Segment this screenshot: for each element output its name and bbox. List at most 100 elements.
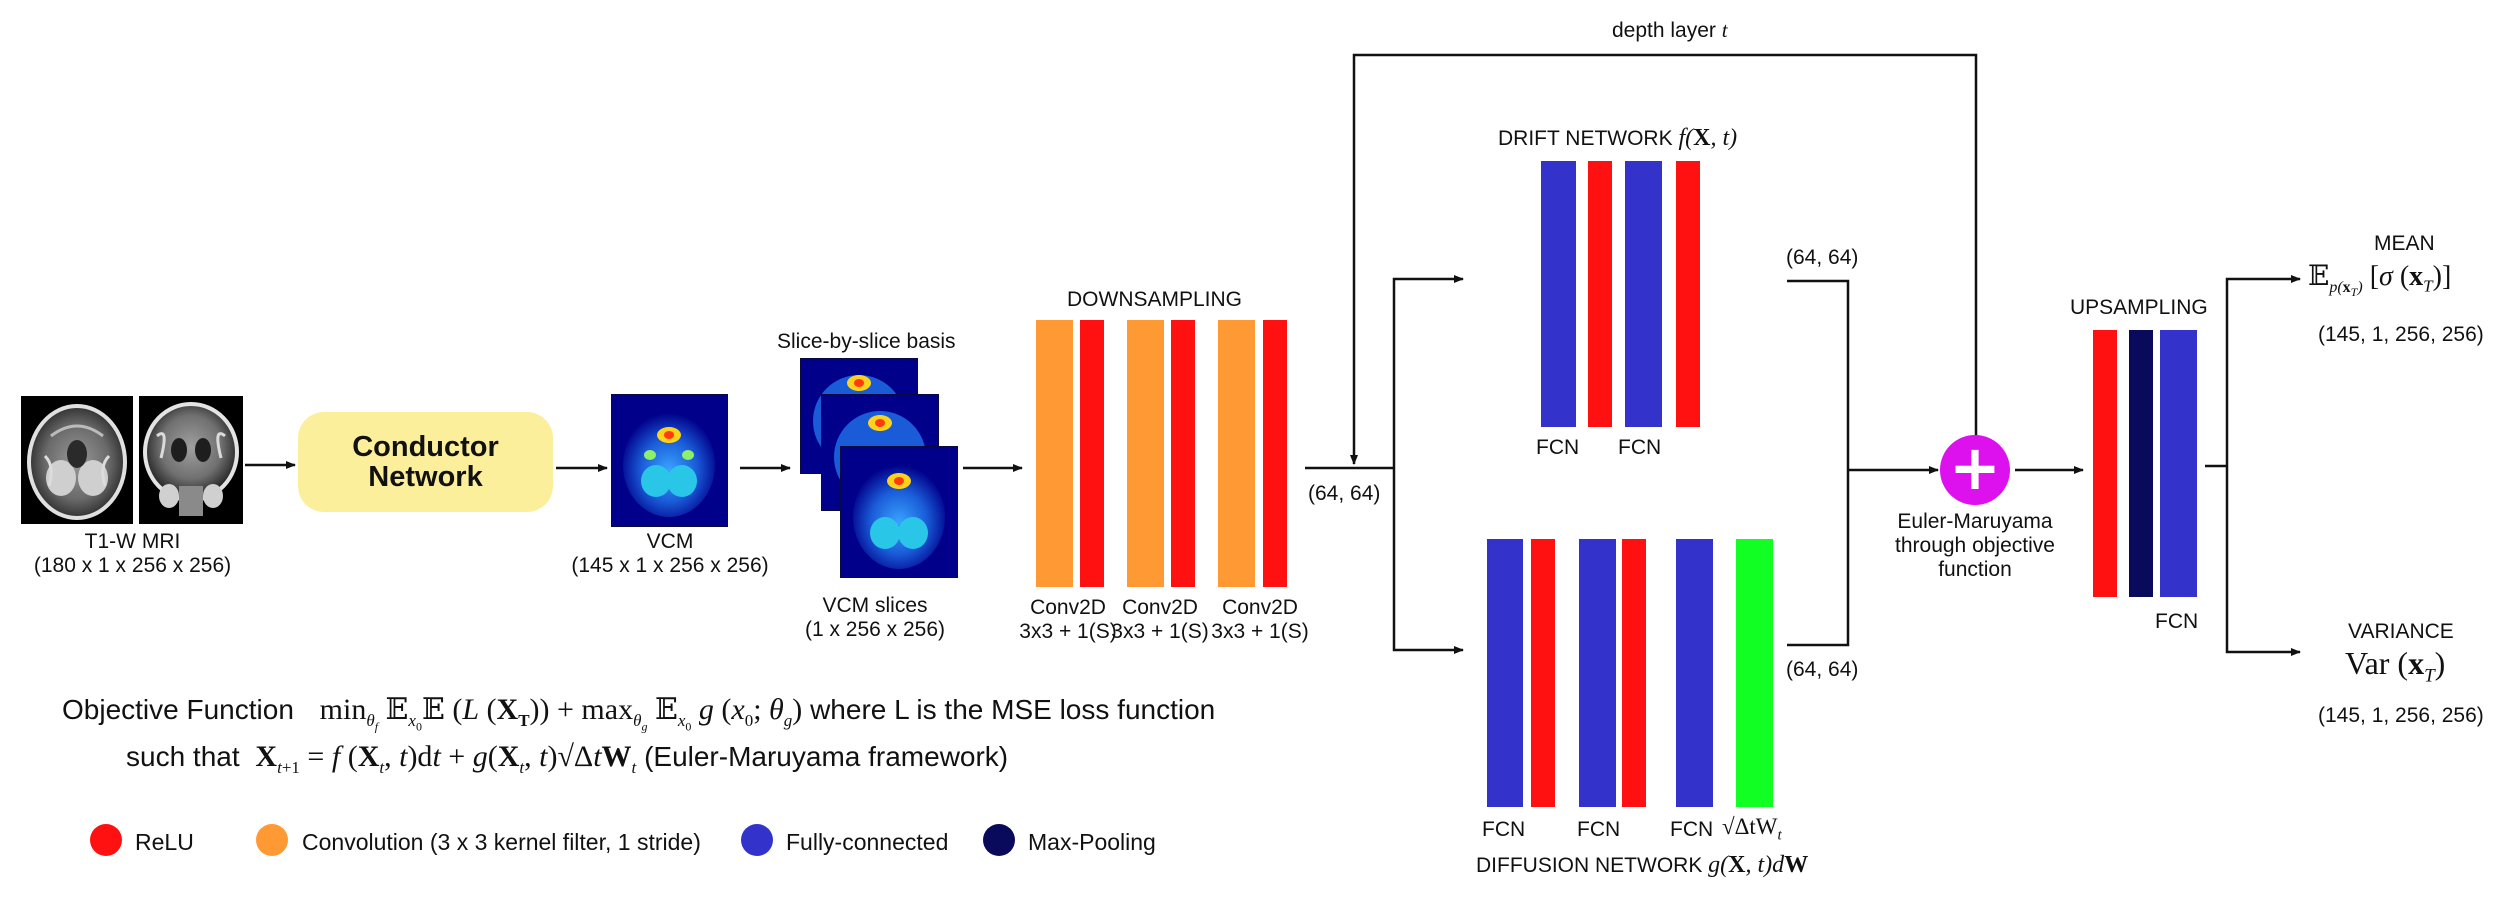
downsampling-heading: DOWNSAMPLING (1067, 288, 1243, 311)
drift-fcn-label-2: FCN (1618, 436, 1662, 459)
arrow-to-diffusion (1392, 468, 1464, 654)
drift-heading: DRIFT NETWORK f(X, t) (1498, 125, 1737, 153)
vcm-scan-image (611, 394, 728, 527)
arrow-to-mean (2225, 275, 2301, 466)
sde-equation: Xt+1 = f (Xt, t)dt + g(Xt, t)√ΔtWt (255, 740, 637, 777)
input-label: T1-W MRI (180 x 1 x 256 x 256) (20, 530, 245, 578)
drift-relu-layer-2 (1676, 161, 1700, 427)
up-relu-layer (2093, 330, 2117, 597)
up-fc-layer (2160, 330, 2197, 597)
up-fcn-label: FCN (2155, 610, 2199, 633)
relu-layer-1 (1080, 320, 1104, 587)
diff-noise-text: √ΔtW (1722, 814, 1778, 839)
mean-formula: 𝔼p(xT) [σ (xT)] (2308, 259, 2452, 299)
plus-icon: + (1949, 431, 2001, 504)
relu-layer-2 (1171, 320, 1195, 587)
drift-out-line (1787, 279, 1850, 470)
diff-fc-layer-2 (1579, 539, 1616, 807)
legend-fc-label: Fully-connected (786, 829, 949, 855)
mean-shape: (145, 1, 256, 256) (2318, 323, 2484, 346)
drift-heading-text: DRIFT NETWORK (1498, 127, 1673, 150)
slices-label: VCM slices (1 x 256 x 256) (785, 594, 965, 642)
conv-param-3: 3x3 + 1(S) (1211, 620, 1309, 644)
diff-fcn-label-1: FCN (1482, 818, 1526, 841)
vcm-shape: (145 x 1 x 256 x 256) (571, 554, 769, 578)
conv-label-1: Conv2D 3x3 + 1(S) (1003, 596, 1133, 644)
mri-axial-image (21, 396, 133, 524)
legend-relu-label: ReLU (135, 829, 194, 855)
drift-fcn-label-1: FCN (1536, 436, 1580, 459)
conv-label-3: Conv2D 3x3 + 1(S) (1195, 596, 1325, 644)
depth-layer-symbol: t (1721, 18, 1728, 42)
conductor-line1: Conductor (352, 430, 499, 463)
variance-shape: (145, 1, 256, 256) (2318, 704, 2484, 727)
legend-conv-label: Convolution (3 x 3 kernel filter, 1 stri… (302, 829, 701, 855)
euler-maruyama-node: + (1940, 435, 2010, 505)
legend-conv-swatch (256, 824, 288, 856)
vcm-slice-3 (840, 446, 958, 578)
diff-noise-layer (1736, 539, 1773, 807)
arrow-to-drift (1392, 275, 1464, 468)
conductor-line2: Network (368, 461, 483, 493)
vcm-name: VCM (646, 530, 694, 553)
variance-math-name: Var (2345, 645, 2390, 681)
euler-line1: Euler-Maruyama (1897, 510, 2053, 533)
diff-relu-layer-2 (1622, 539, 1646, 807)
diffusion-heading-text: DIFFUSION NETWORK (1476, 854, 1703, 877)
euler-maruyama-equation-line: such that Xt+1 = f (Xt, t)dt + g(Xt, t)√… (126, 740, 1008, 778)
legend-relu-swatch (90, 824, 122, 856)
relu-layer-3 (1263, 320, 1287, 587)
framework-label: (Euler-Maruyama framework) (644, 741, 1009, 772)
such-that-label: such that (126, 741, 240, 772)
slices-shape: (1 x 256 x 256) (804, 618, 946, 642)
conv-name-1: Conv2D (1030, 596, 1106, 619)
conv-layer-3 (1218, 320, 1255, 587)
drift-fc-layer-2 (1625, 161, 1662, 427)
drift-relu-layer-1 (1588, 161, 1612, 427)
variance-heading: VARIANCE (2348, 620, 2454, 643)
input-shape: (180 x 1 x 256 x 256) (33, 554, 232, 578)
legend-fc-swatch (741, 824, 773, 856)
depth-layer-text: depth layer (1612, 19, 1722, 42)
euler-line3: function (1938, 558, 2012, 582)
drift-shape-label: (64, 64) (1786, 246, 1859, 269)
diffusion-out-line (1787, 470, 1850, 647)
legend-maxpool-label: Max-Pooling (1028, 829, 1156, 855)
diffusion-shape-label: (64, 64) (1786, 658, 1859, 681)
diff-fc-layer-3 (1676, 539, 1713, 807)
conv-name-3: Conv2D (1222, 596, 1298, 619)
legend-maxpool-swatch (983, 824, 1015, 856)
conv-param-2: 3x3 + 1(S) (1111, 620, 1209, 644)
euler-maruyama-label: Euler-Maruyama through objective functio… (1880, 510, 2070, 582)
diffusion-heading-math: g(X, t)dW (1708, 852, 1809, 878)
objective-tail: where L is the MSE loss function (810, 694, 1216, 725)
diff-relu-layer-1 (1531, 539, 1555, 807)
diff-noise-sub: t (1777, 827, 1782, 844)
diffusion-heading: DIFFUSION NETWORK g(X, t)dW (1476, 852, 1808, 880)
conv-layer-1 (1036, 320, 1073, 587)
conv-name-2: Conv2D (1122, 596, 1198, 619)
slices-heading: Slice-by-slice basis (777, 330, 956, 353)
conv-label-2: Conv2D 3x3 + 1(S) (1095, 596, 1225, 644)
diff-fc-layer-1 (1487, 539, 1523, 807)
variance-formula: Var (xT) (2345, 645, 2446, 687)
objective-math: minθf 𝔼x0𝔼 (L (XT)) + maxθg 𝔼x0 g (x0; θ… (319, 693, 803, 734)
input-name: T1-W MRI (84, 530, 181, 553)
conductor-network-box: Conductor Network (298, 412, 553, 512)
drift-fc-layer-1 (1541, 161, 1576, 427)
euler-line2: through objective (1895, 534, 2055, 558)
split-shape-label: (64, 64) (1308, 482, 1381, 505)
conv-layer-2 (1127, 320, 1164, 587)
up-maxpool-layer (2129, 330, 2153, 597)
diff-fcn-label-2: FCN (1577, 818, 1621, 841)
conv-param-1: 3x3 + 1(S) (1019, 620, 1117, 644)
mean-heading: MEAN (2374, 232, 2435, 255)
drift-heading-math: f(X, t) (1678, 125, 1738, 151)
upsampling-heading: UPSAMPLING (2070, 296, 2208, 319)
vcm-label: VCM (145 x 1 x 256 x 256) (565, 530, 775, 578)
slices-name: VCM slices (822, 594, 928, 617)
depth-loop-line (1350, 53, 1978, 465)
objective-label: Objective Function (62, 694, 294, 725)
